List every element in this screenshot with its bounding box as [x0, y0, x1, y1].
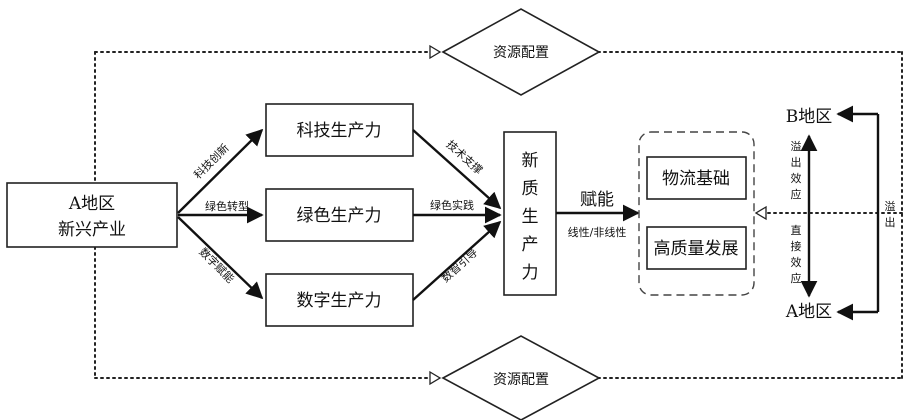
label-digital-empowerment: 数字赋能: [196, 245, 237, 286]
green-productivity-box: 绿色生产力: [265, 188, 414, 242]
arrow-digital-to-new: [412, 220, 502, 301]
new-productivity-char-3: 生: [522, 207, 539, 227]
digital-productivity-box: 数字生产力: [265, 273, 414, 327]
new-productivity-box: 新 质 生 产 力: [503, 131, 557, 296]
direct-effect-char-4: 应: [791, 271, 802, 285]
label-digital-guidance: 数智引导: [438, 245, 480, 285]
direct-effect-char-1: 直: [791, 223, 802, 237]
loop-arrow-top-icon: [429, 44, 442, 60]
resource-allocation-bottom-label: 资源配置: [493, 372, 549, 388]
spillover-char-2: 出: [885, 215, 896, 229]
new-productivity-char-2: 质: [522, 179, 539, 199]
region-a-industry-line2: 新兴产业: [58, 220, 126, 240]
new-productivity-char-1: 新: [522, 151, 539, 171]
logistics-foundation-label: 物流基础: [662, 169, 730, 189]
outcome-group: 物流基础 高质量发展: [638, 131, 755, 296]
spillover-effect-char-3: 效: [791, 171, 802, 185]
label-green-transition: 绿色转型: [205, 199, 249, 213]
label-tech-innovation: 科技创新: [191, 141, 232, 182]
tech-productivity-box: 科技生产力: [265, 103, 414, 157]
resource-allocation-top-label: 资源配置: [493, 45, 549, 61]
loop-arrow-bottom-icon: [429, 370, 442, 386]
region-a-label: A地区: [785, 302, 832, 322]
region-b-label: B地区: [786, 107, 833, 127]
resource-allocation-loop: [94, 44, 903, 386]
arrow-to-tech: [177, 128, 264, 214]
spillover-return-arrow-icon: [754, 205, 767, 221]
spillover-char-1: 溢: [885, 199, 896, 213]
resource-allocation-top: 资源配置: [441, 8, 601, 96]
direct-effect-char-2: 接: [791, 240, 802, 253]
spillover-bracket: [836, 105, 880, 321]
spillover-effect-char-1: 溢: [791, 139, 802, 153]
direct-effect-char-3: 效: [791, 255, 802, 269]
empower-label: 赋能: [580, 190, 614, 210]
empower-sub-label: 线性/非线性: [568, 225, 627, 239]
spillover-effect-char-2: 出: [791, 155, 802, 169]
spillover-effect-char-4: 应: [791, 187, 802, 201]
region-a-industry-line1: A地区: [68, 194, 115, 214]
arrow-tech-to-new: [412, 129, 502, 210]
new-productivity-char-5: 力: [522, 263, 539, 283]
arrow-to-digital: [177, 216, 264, 300]
label-green-practice: 绿色实践: [430, 198, 474, 212]
resource-allocation-bottom: 资源配置: [441, 335, 601, 420]
label-tech-support: 技术支撑: [444, 137, 486, 177]
region-a-industry-box: A地区 新兴产业: [6, 182, 178, 248]
tech-productivity-label: 科技生产力: [297, 121, 382, 141]
green-productivity-label: 绿色生产力: [297, 206, 382, 226]
high-quality-development-label: 高质量发展: [654, 239, 739, 259]
new-productivity-char-4: 产: [522, 235, 539, 255]
digital-productivity-label: 数字生产力: [297, 291, 382, 311]
